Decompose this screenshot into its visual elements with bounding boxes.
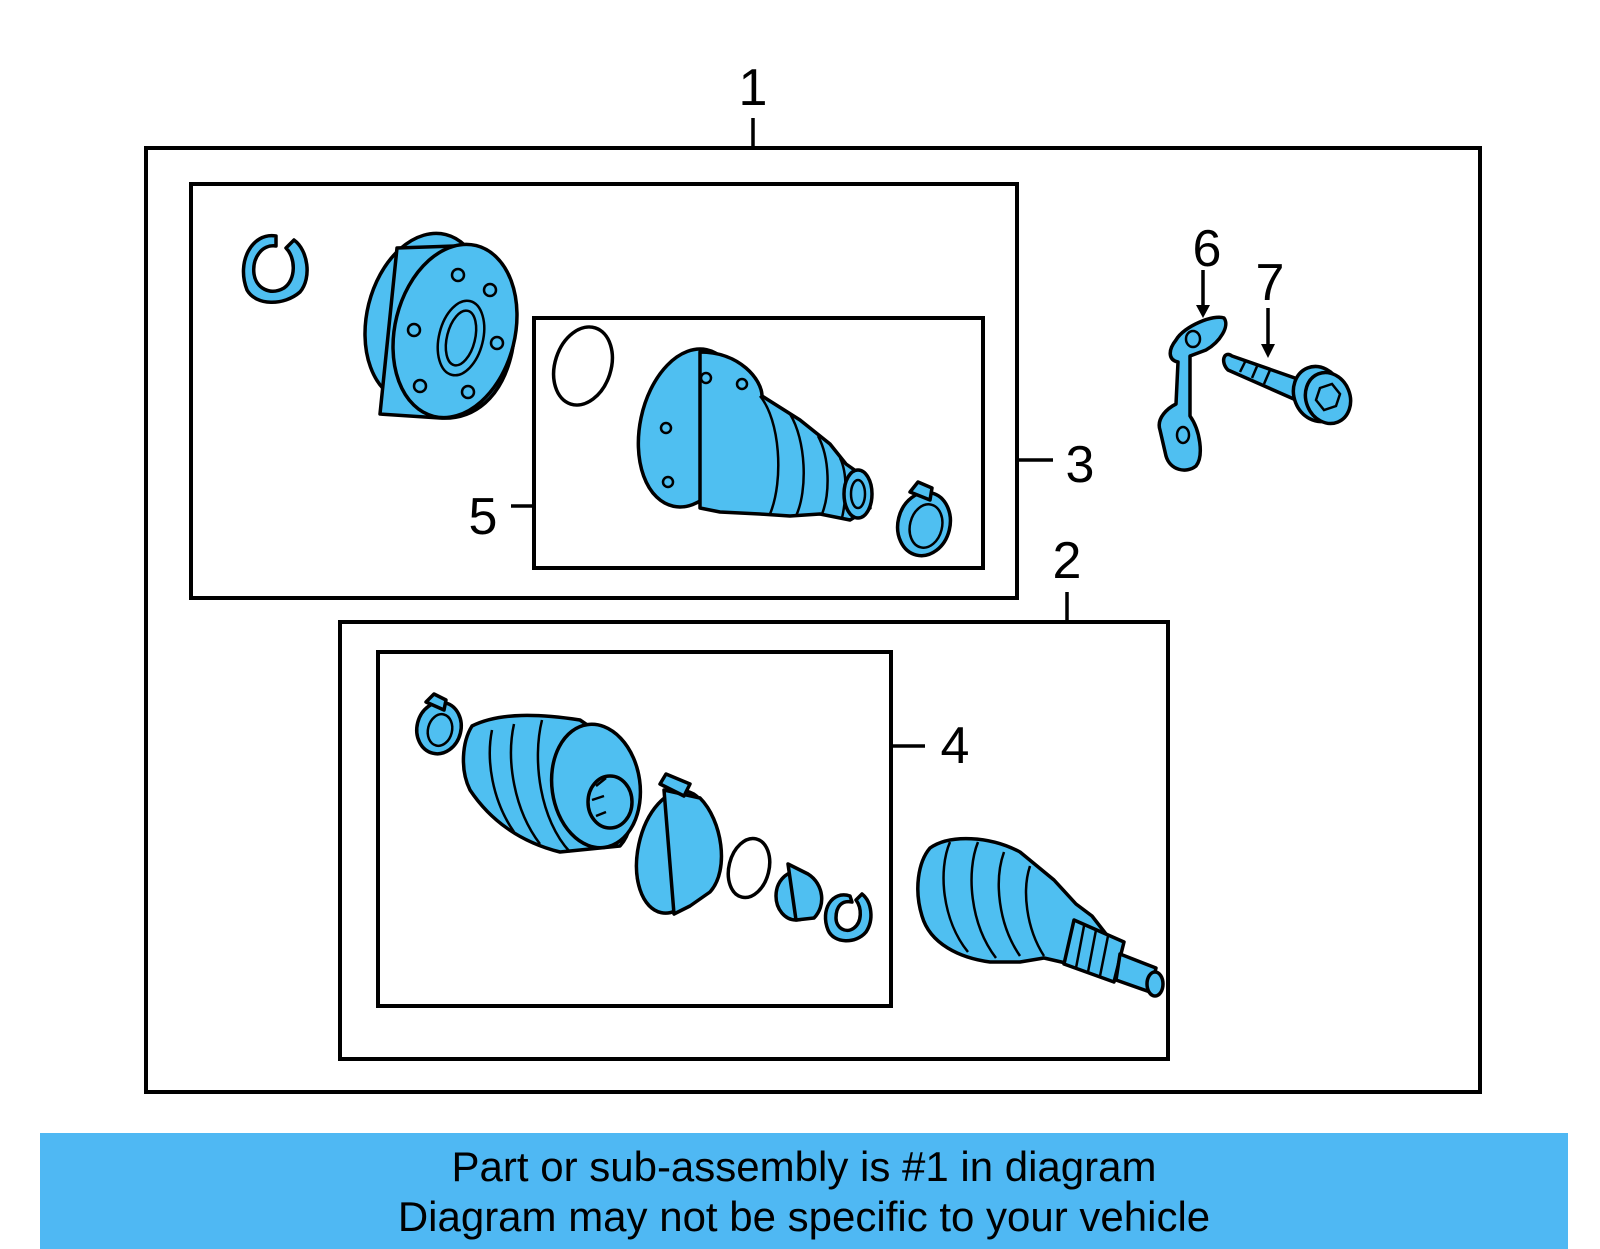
disclaimer-line-1: Part or sub-assembly is #1 in diagram: [451, 1143, 1157, 1190]
assembly-frames: [144, 146, 1482, 1094]
bushing-lower: [774, 862, 824, 922]
frame-kit-4: [376, 650, 893, 1008]
o-ring-upper: [551, 325, 615, 407]
inner-boot-lower: [461, 713, 643, 854]
callout-2: 2: [1053, 532, 1082, 590]
frame-kit-3: [189, 182, 1019, 600]
o-ring-lower: [726, 836, 772, 900]
callout-7: 7: [1256, 254, 1285, 312]
boot-clamp-lower: [414, 692, 464, 756]
leader-lines: [511, 118, 1275, 748]
snap-ring-lower: [823, 892, 873, 943]
inner-boot: [636, 347, 874, 522]
frame-kit-5: [532, 316, 985, 570]
outer-cv-joint: [916, 837, 1165, 998]
frame-assembly-1: [144, 146, 1482, 1094]
frame-axle-2: [338, 620, 1170, 1061]
callout-3: 3: [1066, 436, 1095, 494]
bolt-7: [1221, 352, 1353, 426]
callout-6: 6: [1193, 220, 1222, 278]
callout-5: 5: [469, 488, 498, 546]
disclaimer-line-2: Diagram may not be specific to your vehi…: [397, 1193, 1211, 1240]
callout-1: 1: [739, 59, 768, 117]
bracket-6: [1157, 315, 1228, 472]
disclaimer-banner: Part or sub-assembly is #1 in diagram Di…: [40, 1133, 1568, 1249]
callout-labels: 1 2 3 4 5 6 7: [469, 59, 1285, 775]
callout-4: 4: [941, 717, 970, 775]
flange-joint: [363, 231, 519, 420]
cover-cap-lower: [634, 772, 724, 916]
snap-ring-upper: [241, 234, 309, 304]
boot-clamp-upper: [895, 480, 953, 558]
